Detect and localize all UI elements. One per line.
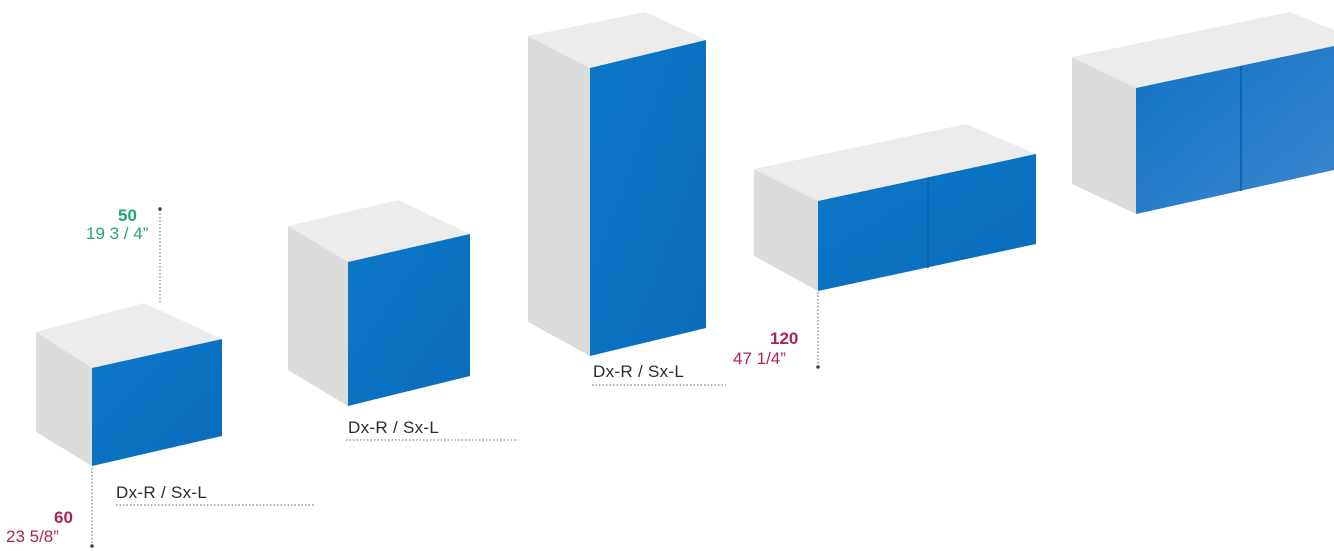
depth-inch: 19 3 / 4” bbox=[86, 224, 149, 243]
dimension-dots bbox=[90, 207, 820, 548]
hinge-label-tall: Dx-R / Sx-L bbox=[593, 362, 685, 381]
dimension-guides bbox=[91, 210, 819, 545]
width-wide-cm: 120 bbox=[770, 329, 799, 348]
cabinet-wide-low bbox=[754, 124, 1036, 291]
cabinet-cube bbox=[288, 200, 470, 406]
cabinet-small bbox=[36, 303, 222, 466]
cabinet-door bbox=[348, 234, 470, 406]
depth-cm: 50 bbox=[118, 206, 137, 225]
hinge-label-cube: Dx-R / Sx-L bbox=[348, 418, 440, 437]
cabinet-door bbox=[818, 154, 1036, 291]
width-wide-inch: 47 1/4” bbox=[733, 349, 786, 368]
cabinet-door bbox=[590, 40, 706, 356]
cabinet-door bbox=[92, 339, 222, 466]
cabinet-tall bbox=[528, 12, 706, 356]
cabinet-wide-high bbox=[1072, 12, 1334, 214]
width-small-cm: 60 bbox=[54, 508, 73, 527]
hinge-label-small: Dx-R / Sx-L bbox=[116, 483, 208, 502]
cabinet-door bbox=[1136, 46, 1334, 214]
width-small-inch: 23 5/8” bbox=[6, 527, 59, 546]
